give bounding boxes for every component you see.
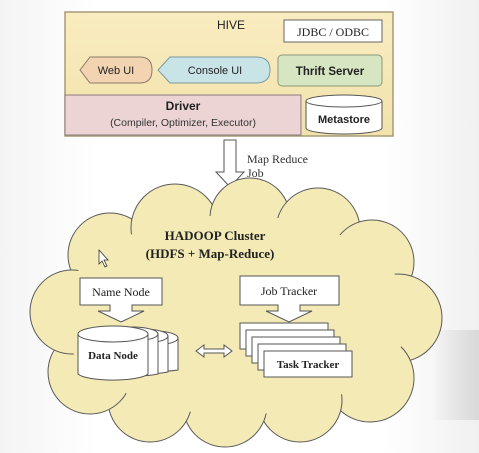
mouse-cursor-icon (98, 248, 109, 268)
name-node-group (79, 277, 163, 323)
driver-box (64, 94, 302, 136)
job-tracker-group (239, 275, 340, 323)
web-ui-shape (79, 56, 153, 84)
driver-subtitle: (Compiler, Optimizer, Executor) (110, 117, 256, 129)
thrift-server-label: Thrift Server (296, 66, 365, 78)
edge-shadow (431, 330, 479, 420)
hadoop-cluster-title: HADOOP Cluster (165, 228, 266, 243)
web-ui-label: Web UI (98, 65, 134, 77)
task-tracker-stack (239, 322, 353, 378)
jdbc-odbc-label: JDBC / ODBC (297, 25, 369, 39)
map-reduce-arrow (214, 139, 246, 188)
task-tracker-label: Task Tracker (277, 359, 340, 371)
job-tracker-label: Job Tracker (261, 284, 317, 298)
hive-title: HIVE (217, 18, 245, 32)
name-node-label: Name Node (92, 285, 150, 299)
metastore-label: Metastore (318, 114, 370, 126)
map-reduce-label-line1: Map Reduce (247, 152, 308, 166)
hive-block: HIVE JDBC / ODBC Web UI Console UI Thrif… (64, 11, 394, 137)
console-ui-shape (157, 56, 271, 84)
metastore-cylinder (305, 94, 383, 135)
hadoop-cluster-subtitle: (HDFS + Map-Reduce) (146, 246, 275, 261)
data-task-bidirectional-arrow (195, 344, 233, 358)
driver-label: Driver (166, 99, 201, 113)
data-node-stack (77, 325, 179, 381)
map-reduce-label-line2: Job (247, 166, 264, 180)
thrift-server-box (277, 54, 383, 87)
data-node-label: Data Node (88, 350, 138, 362)
console-ui-label: Console UI (188, 65, 242, 77)
jdbc-odbc-box (283, 19, 383, 43)
